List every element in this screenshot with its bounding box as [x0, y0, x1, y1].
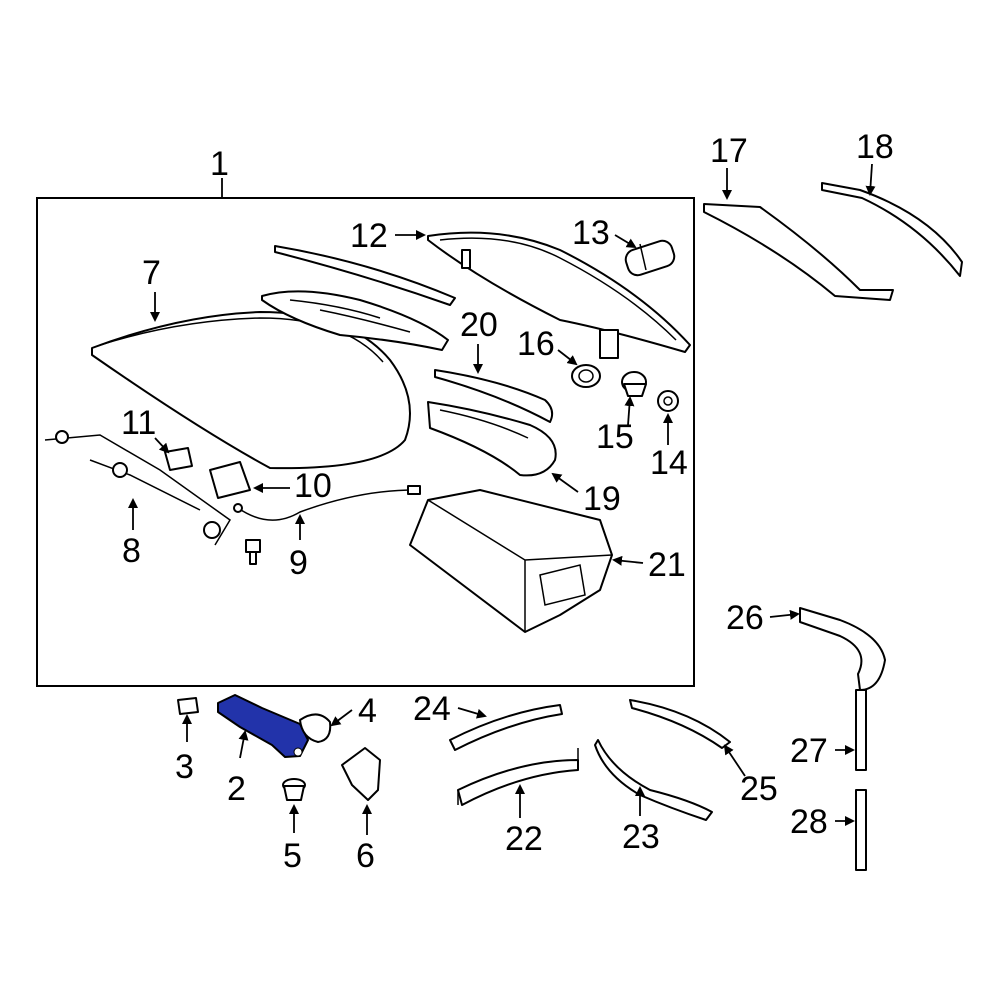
callout-26: 26 — [726, 599, 764, 637]
callout-8: 8 — [122, 532, 141, 570]
part-25 — [629, 699, 731, 749]
linkage-part-8 — [44, 430, 231, 546]
part-15 — [621, 371, 647, 397]
roof-panel-part-7 — [91, 311, 411, 470]
part-14 — [657, 390, 679, 412]
inner-roof-panel — [261, 290, 449, 351]
part-22 — [457, 748, 579, 806]
callout-17: 17 — [710, 132, 748, 170]
callout-18: 18 — [856, 128, 894, 166]
part-24 — [449, 704, 563, 751]
callout-14: 14 — [650, 444, 688, 482]
part-17 — [703, 203, 894, 301]
callout-15: 15 — [596, 418, 634, 456]
part-18 — [821, 182, 963, 277]
part-5 — [282, 778, 306, 801]
part-10 — [209, 461, 251, 499]
bolt — [245, 539, 261, 565]
callout-3: 3 — [175, 748, 194, 786]
callout-13: 13 — [572, 214, 610, 252]
callout-12: 12 — [350, 217, 388, 255]
callout-9: 9 — [289, 544, 308, 582]
rear-window-part-12 — [427, 231, 691, 359]
part-16 — [571, 364, 601, 388]
cable-part-9 — [233, 485, 421, 521]
part-13 — [624, 239, 676, 277]
callout-24: 24 — [413, 690, 451, 728]
callout-11: 11 — [121, 404, 156, 442]
callout-20: 20 — [460, 306, 498, 344]
callout-10: 10 — [294, 467, 332, 505]
strut-part-28 — [855, 789, 867, 871]
bracket-part-2-highlighted — [217, 694, 309, 758]
part-20 — [434, 369, 554, 423]
callout-21: 21 — [648, 546, 686, 584]
callout-19: 19 — [583, 480, 621, 518]
part-19 — [427, 401, 557, 477]
part-6 — [341, 747, 381, 801]
callout-27: 27 — [790, 732, 828, 770]
callout-25: 25 — [740, 770, 778, 808]
callout-7: 7 — [142, 254, 161, 292]
callout-6: 6 — [356, 837, 375, 875]
callout-4: 4 — [358, 692, 377, 730]
callout-5: 5 — [283, 837, 302, 875]
part-23 — [594, 739, 713, 821]
callout-22: 22 — [505, 820, 543, 858]
assembly-box — [36, 197, 695, 687]
storage-well-part-21 — [409, 489, 613, 633]
part-11 — [164, 447, 193, 471]
upper-trim-strip — [274, 245, 456, 306]
callout-16: 16 — [517, 325, 555, 363]
callout-2: 2 — [227, 770, 246, 808]
callout-28: 28 — [790, 803, 828, 841]
callout-1: 1 — [210, 145, 229, 183]
callout-23: 23 — [622, 818, 660, 856]
strut-part-27 — [855, 689, 867, 771]
part-26 — [799, 607, 886, 691]
part-4 — [299, 713, 332, 743]
part-3 — [177, 697, 199, 715]
